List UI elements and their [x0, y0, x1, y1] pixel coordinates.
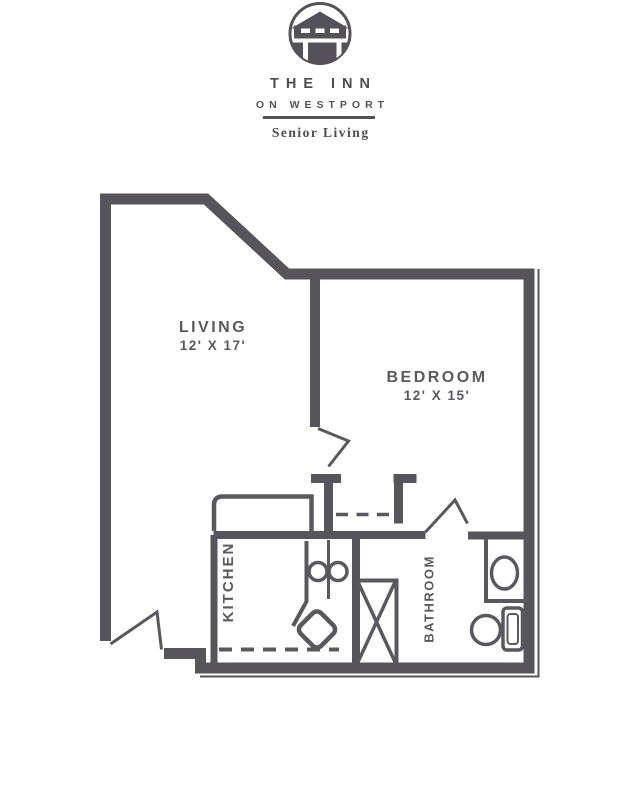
living-room-dimensions: 12' X 17': [180, 338, 246, 353]
toilet-alcove-wall: [484, 539, 529, 603]
toilet-icon: [489, 555, 520, 591]
shower-x-box-frame: [360, 578, 399, 663]
living-door-swing: [317, 427, 351, 468]
bathroom-label: BATHROOM: [422, 555, 437, 643]
entry-door-swing: [109, 609, 163, 650]
burner-icon: [327, 560, 349, 583]
corner-sink-icon: [296, 609, 338, 650]
kitchen-label: KITCHEN: [220, 542, 237, 623]
kitchen-counter: [211, 494, 314, 531]
vanity-icon: [501, 606, 525, 652]
bedroom-dimensions: 12' X 15': [404, 388, 470, 403]
brand-tagline: Senior Living: [271, 125, 370, 140]
bathroom-sink-icon: [469, 613, 503, 647]
brand-name-line1: THE INN: [270, 76, 377, 92]
living-room-label: LIVING: [179, 319, 247, 336]
brand-name-line2: ON WESTPORT: [255, 99, 390, 111]
exterior-thin-outline: [200, 269, 540, 678]
bedroom-label: BEDROOM: [386, 369, 487, 386]
exterior-wall-outline: [100, 193, 535, 674]
vanity-inner-line: [506, 613, 519, 645]
gazebo-icon: [288, 2, 352, 65]
shower-x-box-cross: [356, 581, 397, 663]
brand-divider: [263, 116, 375, 119]
burner-icon: [307, 560, 329, 583]
kitchen-counter-column-edge: [291, 541, 309, 627]
bedroom-door-swing: [424, 497, 469, 534]
